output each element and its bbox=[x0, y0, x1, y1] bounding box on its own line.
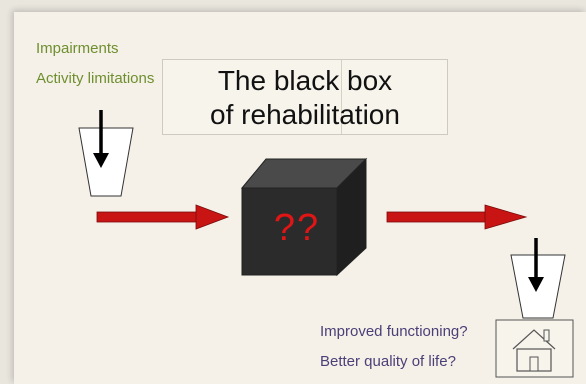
quality-of-life-label: Better quality of life? bbox=[320, 353, 456, 370]
activity-limitations-label: Activity limitations bbox=[36, 70, 155, 87]
title-box: The black box of rehabilitation bbox=[162, 59, 448, 135]
input-arrow bbox=[96, 204, 230, 230]
title-divider bbox=[341, 60, 342, 134]
output-arrow bbox=[386, 204, 528, 230]
black-box-label: ?? bbox=[274, 207, 320, 249]
house-icon bbox=[495, 319, 574, 378]
input-funnel-icon bbox=[78, 110, 134, 197]
impairments-label: Impairments bbox=[36, 40, 119, 57]
title-line-2: of rehabilitation bbox=[210, 99, 400, 130]
improved-functioning-label: Improved functioning? bbox=[320, 323, 468, 340]
title-line-1: The black box bbox=[217, 65, 393, 96]
black-box-cube: ?? bbox=[240, 157, 368, 277]
output-funnel-icon bbox=[510, 238, 566, 319]
